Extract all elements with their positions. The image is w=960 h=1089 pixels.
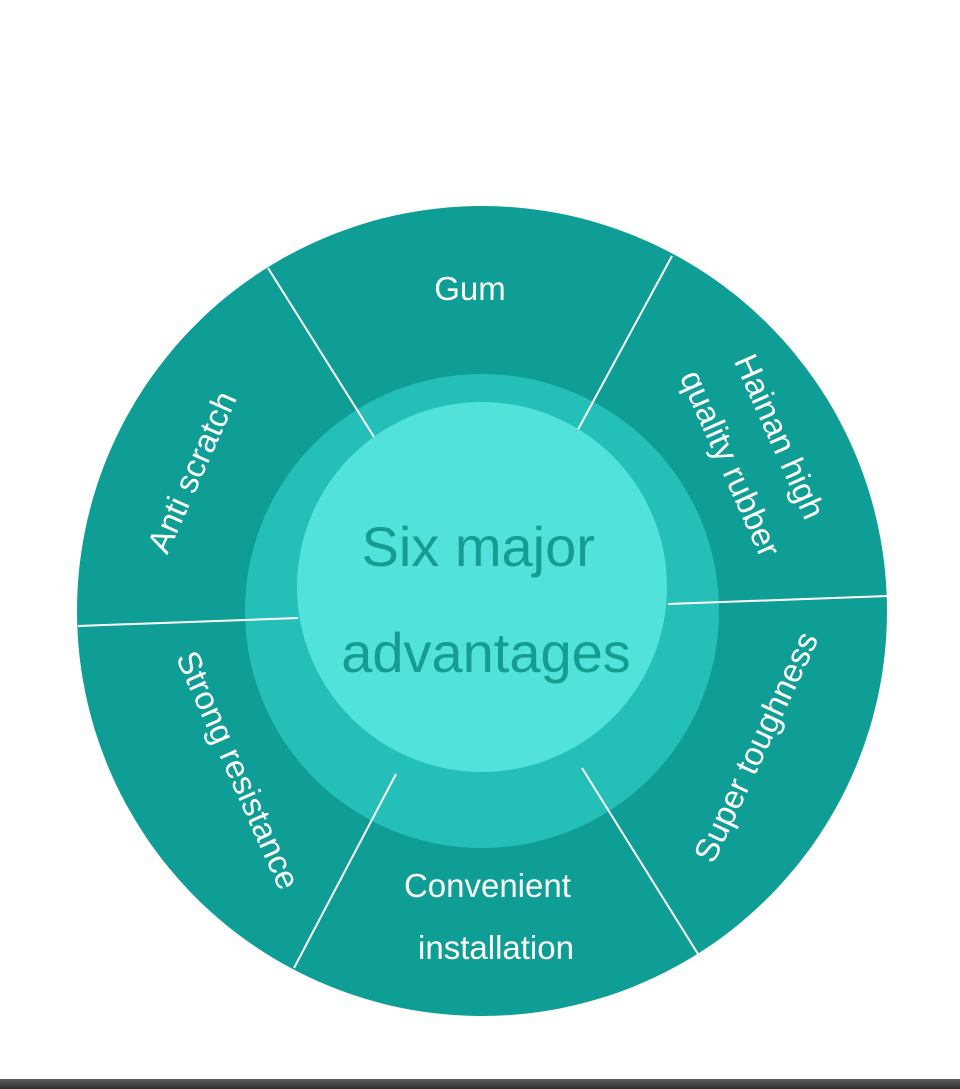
center-title: Six major advantages xyxy=(341,515,631,684)
segment-gum-label: Gum xyxy=(434,270,506,307)
inner-circle xyxy=(297,402,667,772)
center-title-line-2: advantages xyxy=(341,621,631,684)
segment-divider xyxy=(293,773,397,969)
bottom-edge-bar xyxy=(0,1079,960,1089)
segment-divider xyxy=(567,255,673,449)
segment-divider xyxy=(267,267,387,457)
segment-dividers xyxy=(77,255,889,969)
svg-text:Convenient installatio: Convenient installation xyxy=(404,867,580,966)
segment-divider xyxy=(581,767,699,955)
segment-convenient-installation-line-1: Convenient xyxy=(404,867,571,904)
center-title-line-1: Six major xyxy=(362,515,595,578)
segment-divider xyxy=(667,595,889,605)
segment-convenient-installation: Convenient installation xyxy=(404,867,580,966)
segment-divider xyxy=(77,617,299,627)
segment-gum: Gum xyxy=(434,270,506,307)
svg-text:Six major advantages: Six major advantages xyxy=(341,515,631,684)
segment-convenient-installation-line-2: installation xyxy=(418,929,574,966)
svg-text:Gum: Gum xyxy=(434,270,506,307)
